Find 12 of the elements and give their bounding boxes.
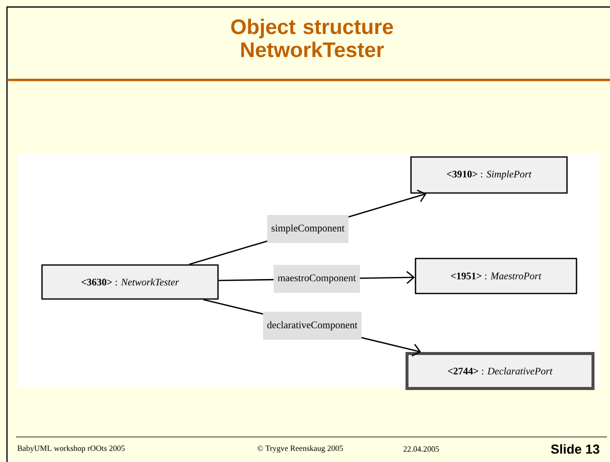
footer-text: BabyUML workshop rOOts 2005 <box>17 445 125 453</box>
slide-number: Slide 13 <box>551 444 600 454</box>
object-box: <1951> : MaestroPort <box>414 258 578 294</box>
edge-label: maestroComponent <box>274 264 360 293</box>
object-box: <3910> : SimplePort <box>410 156 568 194</box>
object-box: <3630> : NetworkTester <box>41 264 219 300</box>
object-box: <2744> : DeclarativePort <box>406 352 594 390</box>
edge-label: declarativeComponent <box>262 312 362 340</box>
footer-text: © Trygve Reenskaug 2005 <box>258 445 343 453</box>
slide-title: Object structure NetworkTester <box>231 18 393 58</box>
footer-date: 22.04.2005 <box>404 446 439 452</box>
edge-label: simpleComponent <box>267 215 348 243</box>
